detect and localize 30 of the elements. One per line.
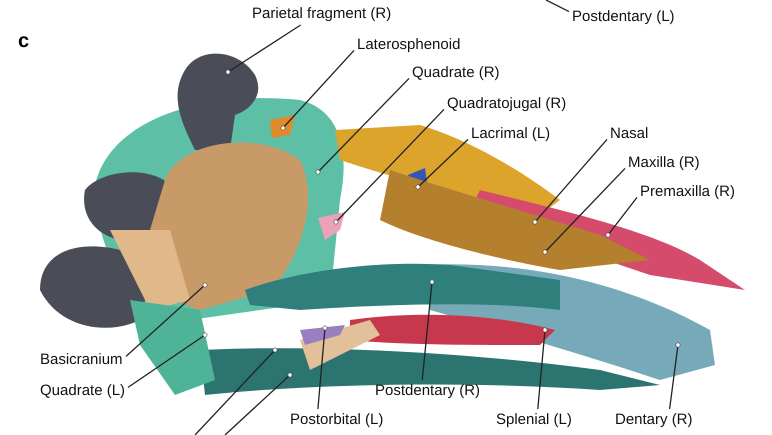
leader-line xyxy=(546,0,570,12)
part-label: Laterosphenoid xyxy=(357,36,460,54)
part-label: Postdentary (L) xyxy=(572,8,675,26)
part-label: Dentary (R) xyxy=(615,411,693,429)
leader-line xyxy=(126,282,208,357)
part-label: Lacrimal (L) xyxy=(471,125,550,143)
leader-line xyxy=(532,138,608,224)
part-label: Postdentary (R) xyxy=(375,382,480,400)
leader-line xyxy=(316,78,410,174)
part-label: Splenial (L) xyxy=(496,411,572,429)
part-label: Quadratojugal (R) xyxy=(447,95,566,113)
panel-letter: c xyxy=(18,30,30,53)
part-label: Quadrate (R) xyxy=(412,64,500,82)
leader-line xyxy=(668,342,680,410)
part-label: Basicranium xyxy=(40,351,123,369)
part-label: Premaxilla (R) xyxy=(640,183,736,201)
leader-line xyxy=(422,280,434,380)
part-label: Maxilla (R) xyxy=(628,154,700,172)
leader-line xyxy=(542,168,626,254)
part-label: Parietal fragment (R) xyxy=(252,5,392,23)
leader-line xyxy=(226,24,301,74)
part-label: Nasal xyxy=(610,125,648,143)
leader-line xyxy=(334,108,444,224)
leader-line xyxy=(317,326,328,410)
leader-line xyxy=(606,197,638,238)
leader-line xyxy=(128,332,208,388)
leader-line xyxy=(537,328,548,410)
leader-line xyxy=(280,50,354,130)
part-label: Quadrate (L) xyxy=(40,382,126,400)
part-label: Postorbital (L) xyxy=(290,411,384,429)
